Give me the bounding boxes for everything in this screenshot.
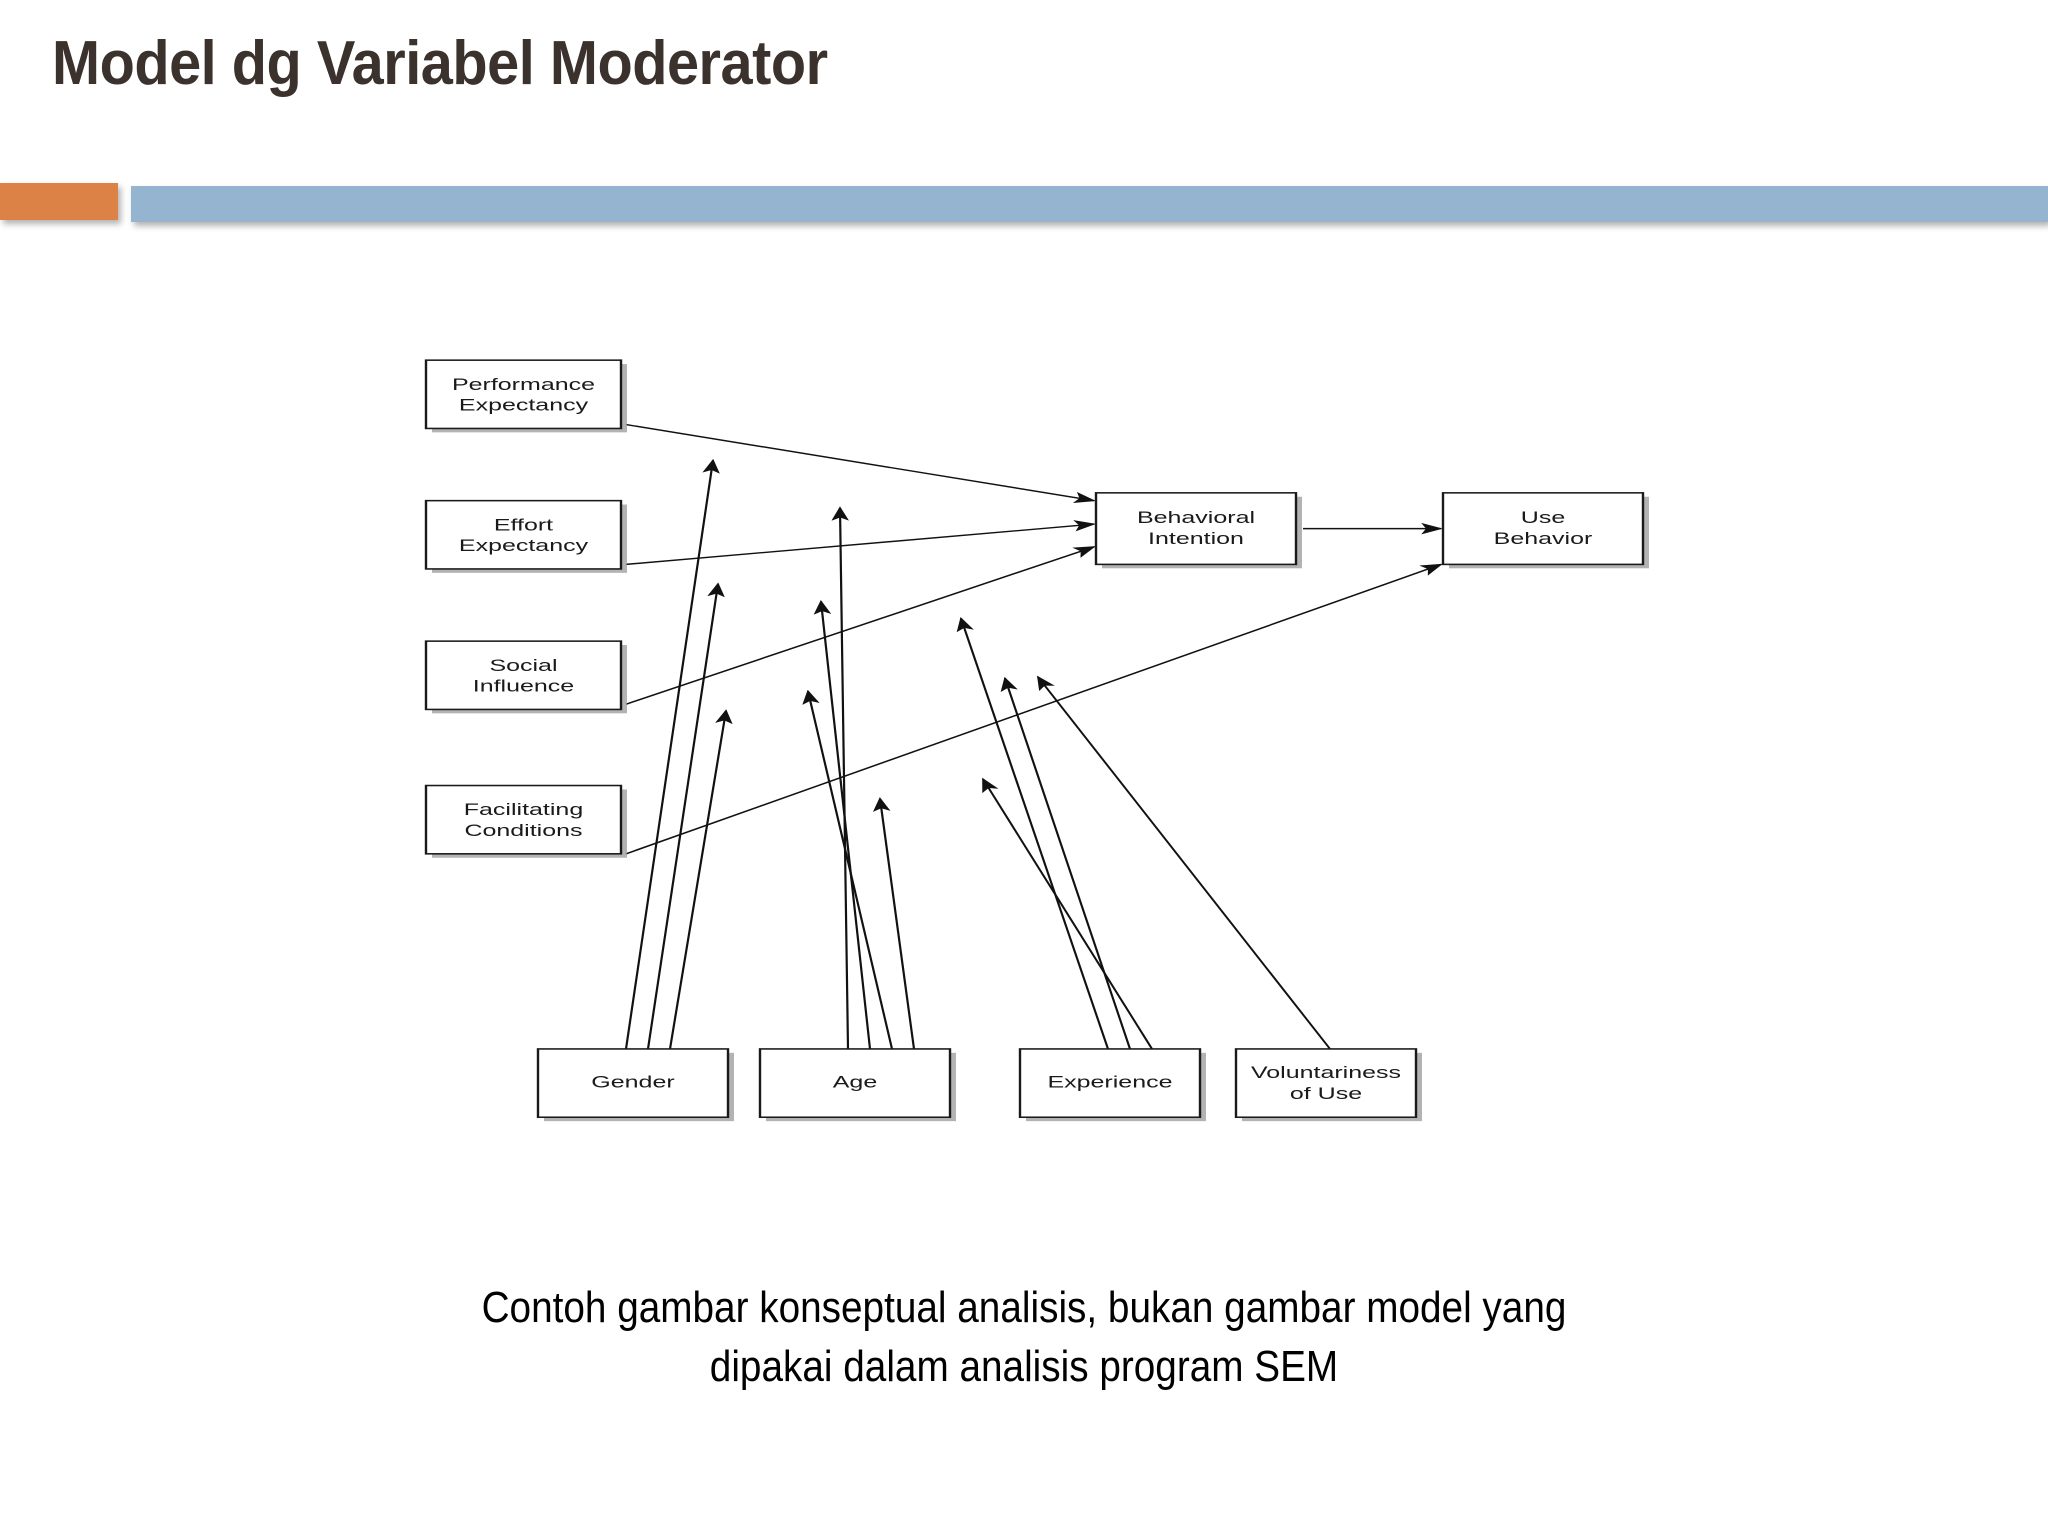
edge-effort-to-intention xyxy=(625,520,1097,566)
caption-line-2: dipakai dalam analisis program SEM xyxy=(709,1342,1339,1392)
node-label: Expectancy xyxy=(459,537,589,555)
node-gender[interactable]: Gender xyxy=(536,1048,734,1122)
node-facilitating-conditions[interactable]: Facilitating Conditions xyxy=(424,784,627,858)
node-social-influence[interactable]: Social Influence xyxy=(424,640,627,714)
page-title: Model dg Variabel Moderator xyxy=(52,29,828,98)
node-label: Effort xyxy=(494,516,553,534)
divider-bar xyxy=(131,186,2048,222)
node-behavioral-intention[interactable]: Behavioral Intention xyxy=(1094,492,1302,569)
node-label: Voluntariness xyxy=(1251,1064,1401,1082)
edge-age-to-social-path xyxy=(802,689,894,1050)
utaut-model-diagram: Performance Expectancy Effort Expectancy… xyxy=(408,340,1708,1140)
edge-voluntariness-to-social-path xyxy=(1036,675,1331,1050)
node-label: Behavioral xyxy=(1137,509,1255,527)
node-label: Behavior xyxy=(1494,530,1593,548)
node-label: Intention xyxy=(1148,530,1244,548)
edge-gender-to-effort-path xyxy=(646,582,725,1050)
node-age[interactable]: Age xyxy=(758,1048,956,1122)
caption-line-1: Contoh gambar konseptual analisis, bukan… xyxy=(481,1283,1567,1332)
node-label: Facilitating xyxy=(464,801,583,819)
edge-age-to-effort-path xyxy=(813,600,872,1049)
node-label: Age xyxy=(833,1074,877,1092)
edge-gender-to-social-path xyxy=(668,709,733,1050)
edge-experience-to-facilitating-path xyxy=(981,777,1154,1050)
node-performance-expectancy[interactable]: Performance Expectancy xyxy=(424,359,627,433)
node-label: Influence xyxy=(473,678,574,696)
edge-experience-to-social-path xyxy=(1000,676,1132,1050)
edge-facilitating-to-usebehavior xyxy=(625,563,1443,855)
node-label: Performance xyxy=(452,376,595,394)
node-voluntariness-of-use[interactable]: Voluntariness of Use xyxy=(1234,1048,1422,1122)
edge-age-to-performance-path xyxy=(831,506,850,1049)
node-label: of Use xyxy=(1290,1085,1362,1103)
edge-experience-to-effort-path xyxy=(956,616,1110,1050)
edge-performance-to-intention xyxy=(625,423,1097,504)
node-label: Experience xyxy=(1047,1074,1172,1092)
node-use-behavior[interactable]: Use Behavior xyxy=(1441,492,1649,569)
edge-group xyxy=(624,423,1444,1050)
node-effort-expectancy[interactable]: Effort Expectancy xyxy=(424,499,627,573)
edge-age-to-facilitating-path xyxy=(872,797,916,1050)
node-label: Gender xyxy=(591,1074,674,1092)
edge-gender-to-performance-path xyxy=(624,458,720,1050)
node-experience[interactable]: Experience xyxy=(1018,1048,1206,1122)
node-label: Social xyxy=(489,657,557,675)
node-label: Expectancy xyxy=(459,397,589,415)
divider-accent-block xyxy=(0,183,118,220)
node-label: Conditions xyxy=(464,822,582,840)
node-label: Use xyxy=(1521,509,1565,527)
figure-caption: Contoh gambar konseptual analisis, bukan… xyxy=(123,1278,1925,1397)
